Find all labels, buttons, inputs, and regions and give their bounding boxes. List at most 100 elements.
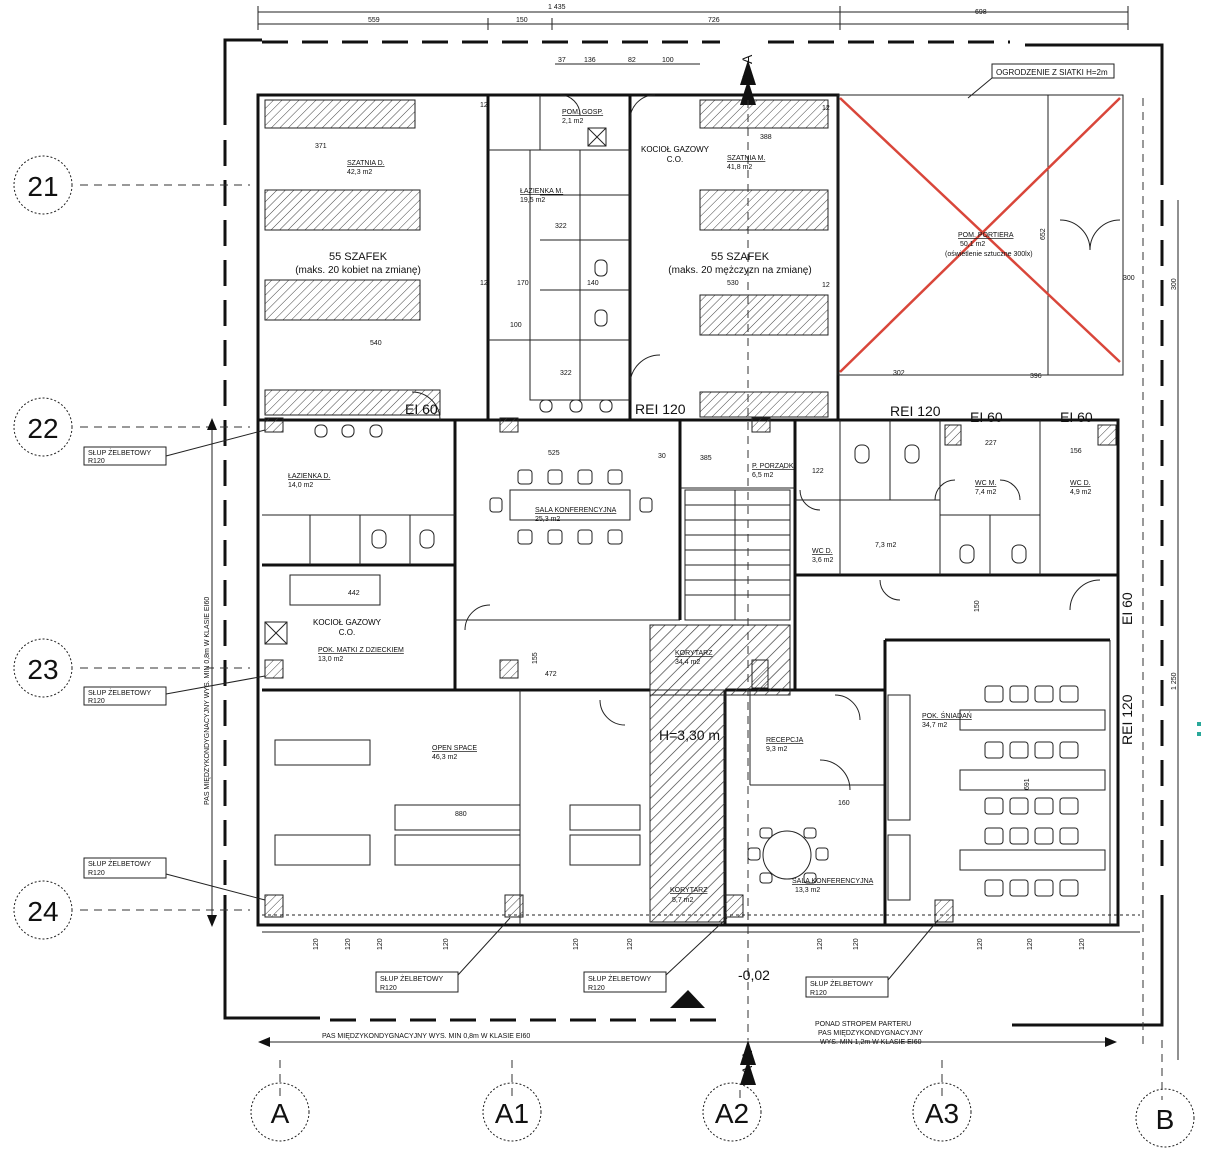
tick-120-k: 120 [1079,938,1086,950]
dim-small-0: 37 [558,57,566,64]
slup-3-name: SŁUP ŻELBETOWY [88,859,151,868]
sala-konf-bot-name: SALA KONFERENCYJNA [792,878,874,885]
grid-col-a2-label: A2 [715,1098,749,1129]
dim-691: 691 [1024,778,1031,790]
kory-small-name: KORYTARZ [670,887,708,894]
slup-4-name: SŁUP ŻELBETOWY [380,974,443,983]
tick-120-j: 120 [1027,938,1034,950]
grid-row-23 [13,638,73,698]
tick-120-f: 120 [627,938,634,950]
pom-portiera-note: (oświetlenie sztuczne 300lx) [945,251,1033,258]
pas-right-2: WYS. MIN 1,2m W KLASIE EI60 [820,1039,922,1046]
grid-col-a3 [912,1082,972,1142]
furniture [274,259,1106,901]
corridor-hatch [649,689,726,923]
dim-small-2: 82 [628,57,636,64]
kociol-top-label: KOCIOŁ GAZOWY C.O. [640,145,709,164]
grid-col-a1 [482,1082,542,1142]
dim-small-3: 100 [662,57,674,64]
p-porzadk-name: P. PORZĄDK. [752,463,795,470]
lazienka-d-name: ŁAZIENKA D. [288,473,330,480]
crossed-out-room [839,97,1121,373]
grid-row-24-label: 24 [27,896,58,927]
dim-530: 530 [727,280,739,287]
dim-12-c: 12 [822,105,830,112]
szafek-right-title: 55 SZAFEK [711,251,770,263]
grid-col-b-label: B [1156,1104,1175,1135]
grid-col-a3-label: A3 [925,1098,959,1129]
tick-120-d: 120 [443,938,450,950]
grid-row-lines [80,184,1163,1100]
sala-konf-top-name: SALA KONFERENCYJNA [535,507,617,514]
szafek-left-title: 55 SZAFEK [329,251,388,263]
dim-right-300: 300 [1171,278,1178,290]
pas-bottom-label: PAS MIĘDZYKONDYGNACYJNY WYS. MIN 0,8m W … [322,1033,530,1040]
szatnia-d-area: 42,3 m2 [347,169,372,176]
staircase [684,489,791,621]
kory-small-area: 5,7 m2 [672,897,694,904]
tick-120-h: 120 [853,938,860,950]
p-porzadk-area: 6,5 m2 [752,472,774,479]
dim-12-b: 12 [480,280,488,287]
dim-880: 880 [455,811,467,818]
dim-right-1250: 1 250 [1171,672,1178,690]
dim-170: 170 [517,280,529,287]
dim-322-b: 322 [560,370,572,377]
recepcja-area: 9,3 m2 [766,746,788,753]
columns [264,127,1117,923]
grid-col-a2 [702,1082,762,1142]
slup-2-rating: R120 [88,698,105,705]
pom-portiera-name: POM. PORTIERA [958,232,1014,239]
wc-inv-area: 7,3 m2 [875,542,897,549]
pom-portiera-area: 50,1 m2 [960,241,985,248]
height-label: H=3,30 m [659,727,720,743]
wc-d2-area: 3,6 m2 [812,557,834,564]
szatnia-m-area: 41,8 m2 [727,164,752,171]
section-a-bot-1: A [739,1065,755,1075]
lockers [264,99,829,418]
dim-388: 388 [760,134,772,141]
teal-mark-1 [1197,722,1201,726]
grid-row-21 [13,155,73,215]
dim-472: 472 [545,671,557,678]
wc-d2-name: WC D. [812,548,833,555]
grid-row-24 [13,880,73,940]
tick-120-a: 120 [313,938,320,950]
dim-160: 160 [838,800,850,807]
slup-1-name: SŁUP ŻELBETOWY [88,448,151,457]
dim-652: 652 [1040,228,1047,240]
tick-120-c: 120 [377,938,384,950]
pas-left-label: PAS MIĘDZYKONDYGNACYJNY WYS. MIN 0,8m W … [204,597,211,805]
dim-371: 371 [315,143,327,150]
slup-6-name: SŁUP ŻELBETOWY [810,979,873,988]
dim-227: 227 [985,440,997,447]
fence-label: OGRODZENIE Z SIATKI H=2m [996,68,1108,77]
dim-396: 396 [1030,373,1042,380]
slup-6-rating: R120 [810,990,827,997]
ei60-label-3: EI 60 [1060,409,1093,425]
wc-d1-name: WC D. [1070,480,1091,487]
tick-120-i: 120 [977,938,984,950]
dim-302: 302 [893,370,905,377]
tick-120-g: 120 [817,938,824,950]
dim-12-a: 12 [480,102,488,109]
dim-150: 150 [974,600,981,612]
ei60-label-1: EI 60 [405,401,438,417]
dim-left: 559 [368,17,380,24]
level-label: -0,02 [738,967,770,983]
slup-1-rating: R120 [88,458,105,465]
section-a-top-2: A [739,54,755,64]
grid-row-23-label: 23 [27,654,58,685]
dim-total: 1 435 [548,4,566,11]
lazienka-m-area: 19,5 m2 [520,197,545,204]
dim-small-1: 136 [584,57,596,64]
slup-callouts [83,429,939,998]
dim-525: 525 [548,450,560,457]
section-a-top-1: A [739,72,755,82]
pas-right-0: PONAD STROPEM PARTERU [815,1021,911,1028]
szatnia-m-name: SZATNIA M. [727,155,765,162]
dim-540: 540 [370,340,382,347]
pok-matki-area: 13,0 m2 [318,656,343,663]
dim-mid: 150 [516,17,528,24]
open-space-name: OPEN SPACE [432,745,477,752]
